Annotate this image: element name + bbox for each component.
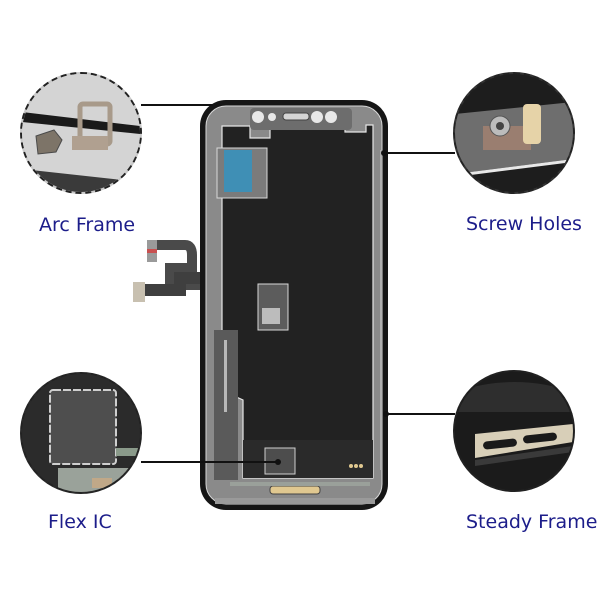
arc-frame-pointer-line <box>141 104 213 106</box>
steady-frame-pointer-line <box>387 413 455 415</box>
steady-frame-photo <box>455 372 573 490</box>
flex-ic-pointer-dot <box>275 459 281 465</box>
screw-holes-pointer-line <box>385 152 455 154</box>
sticker <box>224 150 252 192</box>
flex-ic-zoom-circle <box>20 372 142 494</box>
arc-frame-photo <box>22 74 140 192</box>
flex-ic-photo <box>22 374 140 492</box>
screw-holes-pointer-dot <box>381 150 387 156</box>
steady-frame-label: Steady Frame <box>466 511 598 533</box>
screw-holes-label: Screw Holes <box>466 213 582 235</box>
screw-holes-photo <box>455 74 573 192</box>
flex-ic-label: Flex IC <box>48 511 112 533</box>
arc-frame-label: Arc Frame <box>39 214 136 236</box>
flex-ic-pointer-line <box>141 461 279 463</box>
steady-frame-pointer-dot <box>383 411 389 417</box>
screw-holes-zoom-circle <box>453 72 575 194</box>
arc-frame-zoom-circle <box>20 72 142 194</box>
steady-frame-zoom-circle <box>453 370 575 492</box>
